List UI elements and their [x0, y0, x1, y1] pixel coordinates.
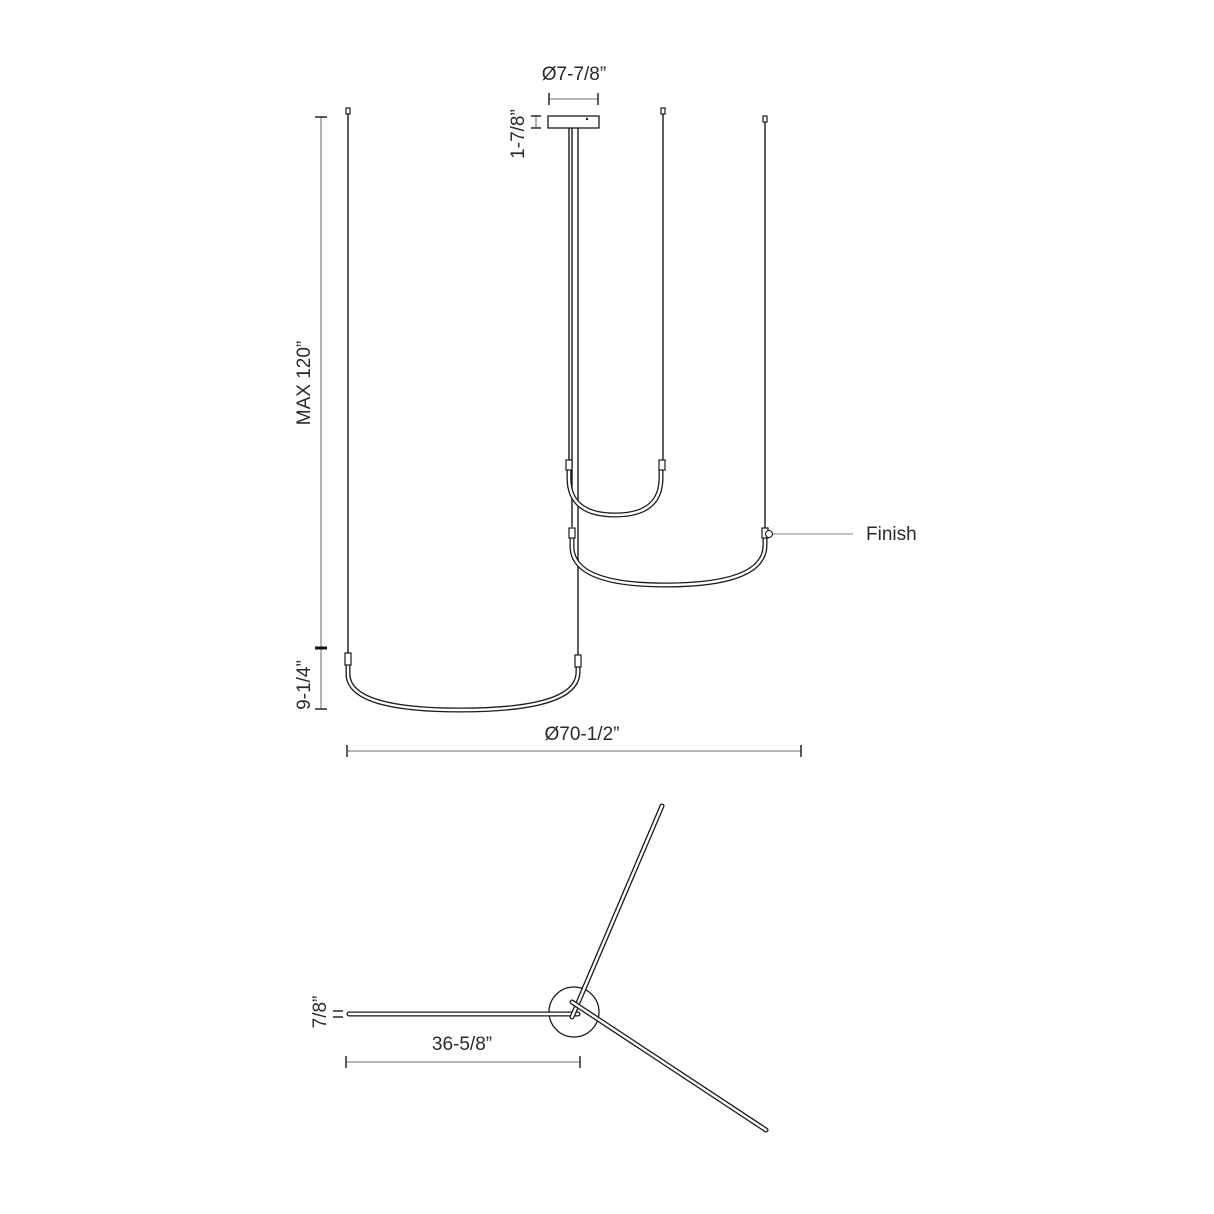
arm-lower-right — [569, 999, 769, 1133]
arm-thickness-dimension: 7/8” — [310, 996, 343, 1029]
arm-length-dimension: 36-5/8” — [345, 1034, 581, 1068]
canopy-diameter-dimension: Ø7-7/8” — [542, 64, 606, 105]
medium-ring — [568, 527, 774, 588]
canopy — [547, 115, 600, 129]
small-ring — [565, 459, 666, 518]
arm-upper-right — [569, 803, 665, 1020]
finish-callout: Finish — [773, 524, 917, 545]
ring-drop-label: 9-1/4” — [294, 660, 315, 710]
finish-label: Finish — [866, 524, 917, 545]
canopy-diameter-label: Ø7-7/8” — [542, 64, 606, 85]
arm-length-label: 36-5/8” — [432, 1034, 492, 1055]
suspension-cables — [345, 107, 768, 655]
canopy-height-dimension: 1-7/8” — [508, 109, 541, 159]
elevation-view: Ø7-7/8” 1-7/8” MAX 120” 9-1/4” — [294, 64, 917, 757]
arm-thickness-label: 7/8” — [310, 996, 331, 1029]
overall-height-label: MAX 120” — [294, 341, 315, 425]
large-ring — [344, 652, 582, 713]
overall-height-dimension: MAX 120” 9-1/4” — [294, 116, 327, 710]
canopy-height-label: 1-7/8” — [508, 109, 529, 159]
overall-width-label: Ø70-1/2” — [545, 724, 620, 745]
plan-view: 7/8” 36-5/8” — [310, 803, 769, 1133]
overall-width-dimension: Ø70-1/2” — [346, 724, 802, 757]
